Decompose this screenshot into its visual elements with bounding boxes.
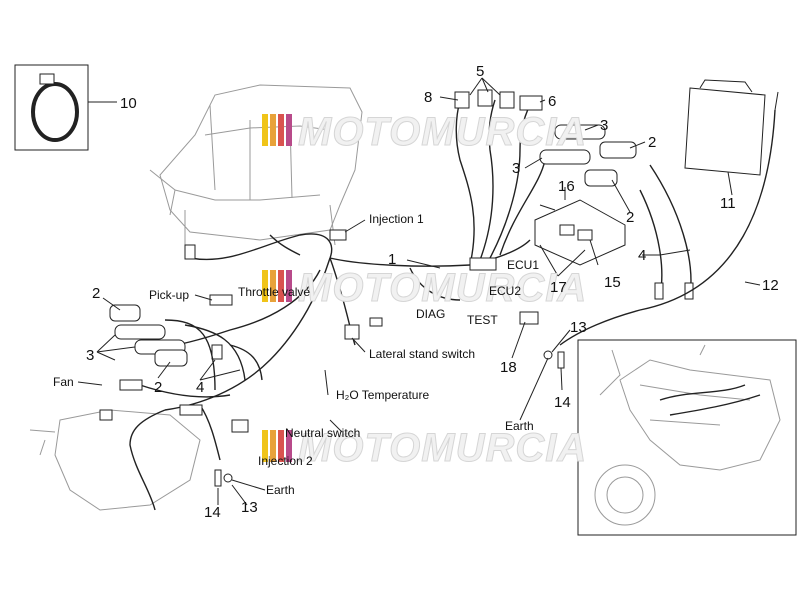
relay-18: [519, 311, 539, 325]
callout-2-left: 2: [92, 285, 100, 302]
text-labels: Injection 1 ECU1 ECU2 DIAG TEST Pick-up …: [53, 212, 539, 497]
label-throttle-valve: Throttle valve: [238, 285, 310, 299]
label-injection-1: Injection 1: [369, 212, 424, 226]
leader-lines: [77, 77, 761, 506]
harness-connectors: [99, 89, 543, 433]
watermark-middle: MOTOMURCIA: [262, 266, 587, 311]
airbox-outline: [29, 84, 363, 511]
callout-3-mid: 3: [512, 160, 520, 177]
callout-2-right: 2: [626, 209, 634, 226]
label-pick-up: Pick-up: [149, 288, 189, 302]
callout-4-right: 4: [638, 247, 646, 264]
callout-11: 11: [720, 195, 736, 212]
callout-17: 17: [550, 279, 567, 296]
label-h2o-temperature: H₂O Temperature: [336, 388, 429, 402]
callout-12: 12: [762, 277, 779, 294]
callout-numbers: 10 5 8 6 3 2 3 16 2 11 4 1 15 17 12 2 3 …: [86, 63, 779, 521]
watermark-text: MOTOMURCIA: [298, 110, 587, 154]
label-test: TEST: [467, 313, 498, 327]
callout-13-left: 13: [241, 499, 258, 516]
callout-13-right: 13: [570, 319, 587, 336]
callout-14-right: 14: [554, 394, 571, 411]
label-fan: Fan: [53, 375, 74, 389]
cable-tie-part: [14, 64, 117, 151]
callout-3-left: 3: [86, 347, 94, 364]
callout-2-bottom: 2: [154, 379, 162, 396]
battery: [559, 79, 779, 346]
callout-2-top: 2: [648, 134, 656, 151]
ecu-module: [534, 199, 626, 266]
callout-4-left: 4: [196, 379, 204, 396]
callout-18: 18: [500, 359, 517, 376]
label-earth-left: Earth: [266, 483, 295, 497]
callout-3-top: 3: [600, 117, 608, 134]
watermark-top: MOTOMURCIA: [262, 110, 587, 155]
label-earth-right: Earth: [505, 419, 534, 433]
label-diag: DIAG: [416, 307, 445, 321]
label-injection-2: Injection 2: [258, 454, 313, 468]
watermark-bottom: MOTOMURCIA: [262, 426, 587, 471]
callout-16: 16: [558, 178, 575, 195]
callout-6: 6: [548, 93, 556, 110]
ht-leads: [164, 164, 694, 391]
callout-1: 1: [388, 251, 396, 268]
watermark-text: MOTOMURCIA: [298, 266, 587, 310]
label-ecu2: ECU2: [489, 284, 521, 298]
label-ecu1: ECU1: [507, 258, 539, 272]
watermark-text: MOTOMURCIA: [298, 426, 587, 470]
callout-8: 8: [424, 89, 432, 106]
bolts: [214, 350, 565, 487]
label-neutral-switch: Neutral switch: [285, 426, 360, 440]
callout-15: 15: [604, 274, 621, 291]
callout-5: 5: [476, 63, 484, 80]
motorcycle-inset: [577, 339, 797, 536]
callout-14-left: 14: [204, 504, 221, 521]
callout-10: 10: [120, 95, 137, 112]
label-lateral-stand-switch: Lateral stand switch: [369, 347, 475, 361]
